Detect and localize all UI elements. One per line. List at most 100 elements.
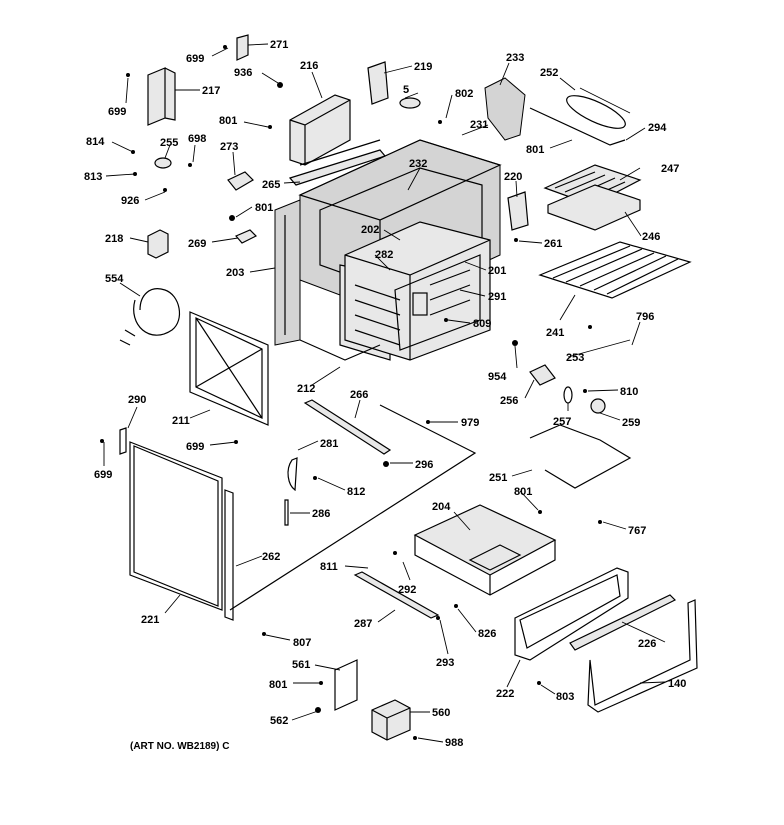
label-247: 247 — [661, 163, 679, 175]
label-801: 801 — [269, 679, 287, 691]
latch-219 — [367, 61, 389, 105]
bracket-561 — [334, 659, 358, 711]
label-217: 217 — [202, 85, 220, 97]
label-233: 233 — [506, 52, 524, 64]
top-duct-216 — [288, 94, 387, 186]
knob-259 — [590, 398, 606, 414]
label-212: 212 — [297, 383, 315, 395]
label-226: 226 — [638, 638, 656, 650]
bake-element-252 — [566, 87, 631, 129]
drawer-front-222 — [514, 567, 629, 661]
label-253: 253 — [566, 352, 584, 364]
bracket-218 — [147, 229, 169, 259]
label-204: 204 — [432, 501, 451, 513]
art-number-caption: (ART NO. WB2189) C — [130, 741, 230, 752]
hinge-281 — [287, 457, 298, 492]
label-554: 554 — [105, 273, 124, 285]
label-269: 269 — [188, 238, 206, 250]
bracket-217 — [147, 67, 176, 126]
label-926: 926 — [121, 195, 139, 207]
bracket-271 — [236, 34, 249, 61]
label-5: 5 — [403, 84, 409, 96]
label-809: 809 — [473, 318, 491, 330]
label-988: 988 — [445, 737, 463, 749]
label-699: 699 — [108, 106, 126, 118]
label-252: 252 — [540, 67, 558, 79]
label-257: 257 — [553, 416, 571, 428]
back-panel-211 — [189, 311, 269, 426]
label-222: 222 — [496, 688, 514, 700]
label-202: 202 — [361, 224, 379, 236]
label-811: 811 — [320, 561, 338, 573]
label-698: 698 — [188, 133, 206, 145]
bracket-273 — [227, 171, 254, 191]
label-936: 936 — [234, 67, 252, 79]
label-801: 801 — [255, 202, 273, 214]
bracket-269 — [235, 229, 258, 244]
side-panel-203 — [274, 199, 301, 346]
trim-262 — [224, 489, 234, 621]
label-290: 290 — [128, 394, 146, 406]
oven-cavity-201 — [344, 221, 491, 361]
label-826: 826 — [478, 628, 496, 640]
label-261: 261 — [544, 238, 562, 250]
label-211: 211 — [172, 415, 190, 427]
drawer-204 — [413, 504, 557, 596]
label-560: 560 — [432, 707, 450, 719]
label-203: 203 — [226, 267, 244, 279]
label-294: 294 — [648, 122, 667, 134]
label-220: 220 — [504, 171, 522, 183]
label-813: 813 — [84, 171, 102, 183]
part-256 — [529, 364, 556, 386]
label-291: 291 — [488, 291, 506, 303]
label-259: 259 — [622, 417, 640, 429]
label-562: 562 — [270, 715, 288, 727]
label-767: 767 — [628, 525, 646, 537]
label-246: 246 — [642, 231, 660, 243]
label-273: 273 — [220, 141, 238, 153]
label-287: 287 — [354, 618, 372, 630]
label-201: 201 — [488, 265, 506, 277]
terminal-block-560 — [371, 699, 411, 741]
callout-labels: 699 271 936 216 219 233 252 217 699 5 80… — [84, 39, 686, 749]
label-221: 221 — [141, 614, 159, 626]
hinge-286 — [284, 499, 289, 526]
label-796: 796 — [636, 311, 654, 323]
label-216: 216 — [300, 60, 318, 72]
label-807: 807 — [293, 637, 311, 649]
label-251: 251 — [489, 472, 507, 484]
label-266: 266 — [350, 389, 368, 401]
label-262: 262 — [262, 551, 280, 563]
strip-290 — [119, 427, 127, 455]
side-panel-221 — [129, 441, 223, 611]
label-231: 231 — [470, 119, 488, 131]
label-256: 256 — [500, 395, 518, 407]
label-802: 802 — [455, 88, 473, 100]
label-281: 281 — [320, 438, 338, 450]
label-699: 699 — [186, 53, 204, 65]
label-801: 801 — [219, 115, 237, 127]
power-cord-554 — [133, 288, 181, 336]
label-810: 810 — [620, 386, 638, 398]
label-803: 803 — [556, 691, 574, 703]
rail-287 — [353, 571, 440, 619]
broil-pan-246 — [547, 184, 641, 231]
label-218: 218 — [105, 233, 123, 245]
switch-5 — [399, 97, 421, 109]
label-293: 293 — [436, 657, 454, 669]
label-801: 801 — [526, 144, 544, 156]
leader-lines — [103, 43, 666, 743]
label-292: 292 — [398, 584, 416, 596]
label-282: 282 — [375, 249, 393, 261]
label-699: 699 — [94, 469, 112, 481]
wire-294 — [529, 107, 626, 146]
label-140: 140 — [668, 678, 686, 690]
label-814: 814 — [86, 136, 105, 148]
cabinet-outline — [229, 404, 477, 611]
label-296: 296 — [415, 459, 433, 471]
bottom-212 — [299, 339, 381, 361]
part-257 — [563, 386, 573, 404]
label-812: 812 — [347, 486, 365, 498]
label-241: 241 — [546, 327, 564, 339]
